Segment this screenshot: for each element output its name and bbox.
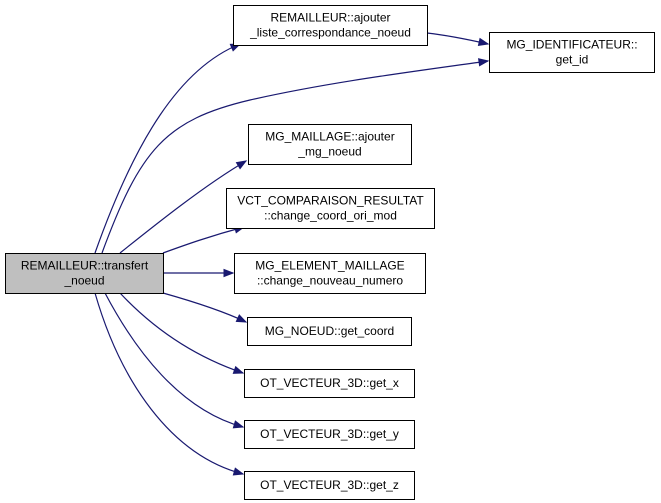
node-box — [247, 317, 412, 346]
arrowhead-icon — [223, 268, 235, 278]
node-get_id[interactable]: MG_IDENTIFICATEUR::get_id — [489, 32, 655, 73]
arrowhead-icon — [235, 314, 248, 323]
node-box — [248, 124, 412, 165]
node-label-line: get_id — [556, 53, 589, 67]
node-label-line: OT_VECTEUR_3D::get_z — [260, 478, 399, 492]
node-ajouter_liste[interactable]: REMAILLEUR::ajouter_liste_correspondance… — [233, 5, 428, 46]
node-label-line: _noeud — [63, 274, 104, 288]
edge-line — [94, 292, 244, 475]
node-box — [244, 471, 415, 500]
node-label-line: VCT_COMPARAISON_RESULTAT — [237, 194, 424, 208]
call-edge-root-to-get_coord — [162, 292, 248, 323]
node-box — [244, 420, 415, 449]
node-box — [489, 32, 655, 73]
edge-line — [94, 43, 241, 254]
node-label-line: ::change_coord_ori_mod — [264, 209, 397, 223]
node-get_coord[interactable]: MG_NOEUD::get_coord — [247, 317, 412, 346]
node-label-line: MG_IDENTIFICATEUR:: — [506, 38, 637, 52]
arrowhead-icon — [478, 58, 490, 67]
node-label-line: _liste_correspondance_noeud — [249, 26, 411, 40]
node-label-line: OT_VECTEUR_3D::get_y — [260, 427, 399, 441]
call-edge-root-to-ajouter_mg_noeud — [119, 160, 248, 254]
node-box — [234, 253, 426, 294]
edge-line — [119, 160, 247, 254]
arrowhead-icon — [232, 467, 245, 476]
node-label-line: REMAILLEUR::transfert — [21, 259, 149, 273]
call-edge-root-to-get_id — [101, 58, 490, 254]
call-edge-root-to-get_x — [119, 292, 245, 374]
node-label-line: REMAILLEUR::ajouter — [270, 11, 390, 25]
edge-line — [162, 292, 247, 323]
node-box — [244, 369, 415, 398]
node-label-line: ::change_nouveau_numero — [257, 274, 403, 288]
call-edge-ajouter_liste-to-get_id — [426, 32, 490, 47]
call-edge-root-to-ajouter_liste — [94, 43, 242, 254]
arrowhead-icon — [477, 37, 490, 47]
call-edge-root-to-get_z — [94, 292, 245, 476]
edge-line — [104, 292, 244, 428]
call-edge-root-to-get_y — [104, 292, 245, 429]
edge-line — [162, 226, 245, 254]
arrowhead-icon — [232, 420, 245, 429]
node-get_x[interactable]: OT_VECTEUR_3D::get_x — [244, 369, 415, 398]
node-box — [233, 5, 428, 46]
node-change_numero[interactable]: MG_ELEMENT_MAILLAGE::change_nouveau_nume… — [234, 253, 426, 294]
node-label-line: MG_MAILLAGE::ajouter — [265, 130, 394, 144]
node-label-line: MG_NOEUD::get_coord — [265, 324, 394, 338]
edge-line — [119, 292, 244, 374]
edge-line — [101, 60, 489, 254]
node-ajouter_mg_noeud[interactable]: MG_MAILLAGE::ajouter_mg_noeud — [248, 124, 412, 165]
call-edge-root-to-change_numero — [163, 268, 235, 278]
call-edges — [94, 32, 490, 476]
function-nodes: REMAILLEUR::transfert_noeud REMAILLEUR::a… — [5, 5, 655, 500]
node-get_z[interactable]: OT_VECTEUR_3D::get_z — [244, 471, 415, 500]
node-root[interactable]: REMAILLEUR::transfert_noeud — [5, 253, 164, 294]
node-box — [5, 253, 164, 294]
arrowhead-icon — [232, 365, 245, 374]
node-box — [226, 188, 435, 229]
arrowhead-icon — [235, 160, 248, 170]
node-label-line: _mg_noeud — [297, 145, 361, 159]
node-change_coord[interactable]: VCT_COMPARAISON_RESULTAT::change_coord_o… — [226, 188, 435, 229]
node-label-line: MG_ELEMENT_MAILLAGE — [255, 259, 404, 273]
call-edge-root-to-change_coord — [162, 225, 246, 254]
node-label-line: OT_VECTEUR_3D::get_x — [260, 376, 399, 390]
node-get_y[interactable]: OT_VECTEUR_3D::get_y — [244, 420, 415, 449]
